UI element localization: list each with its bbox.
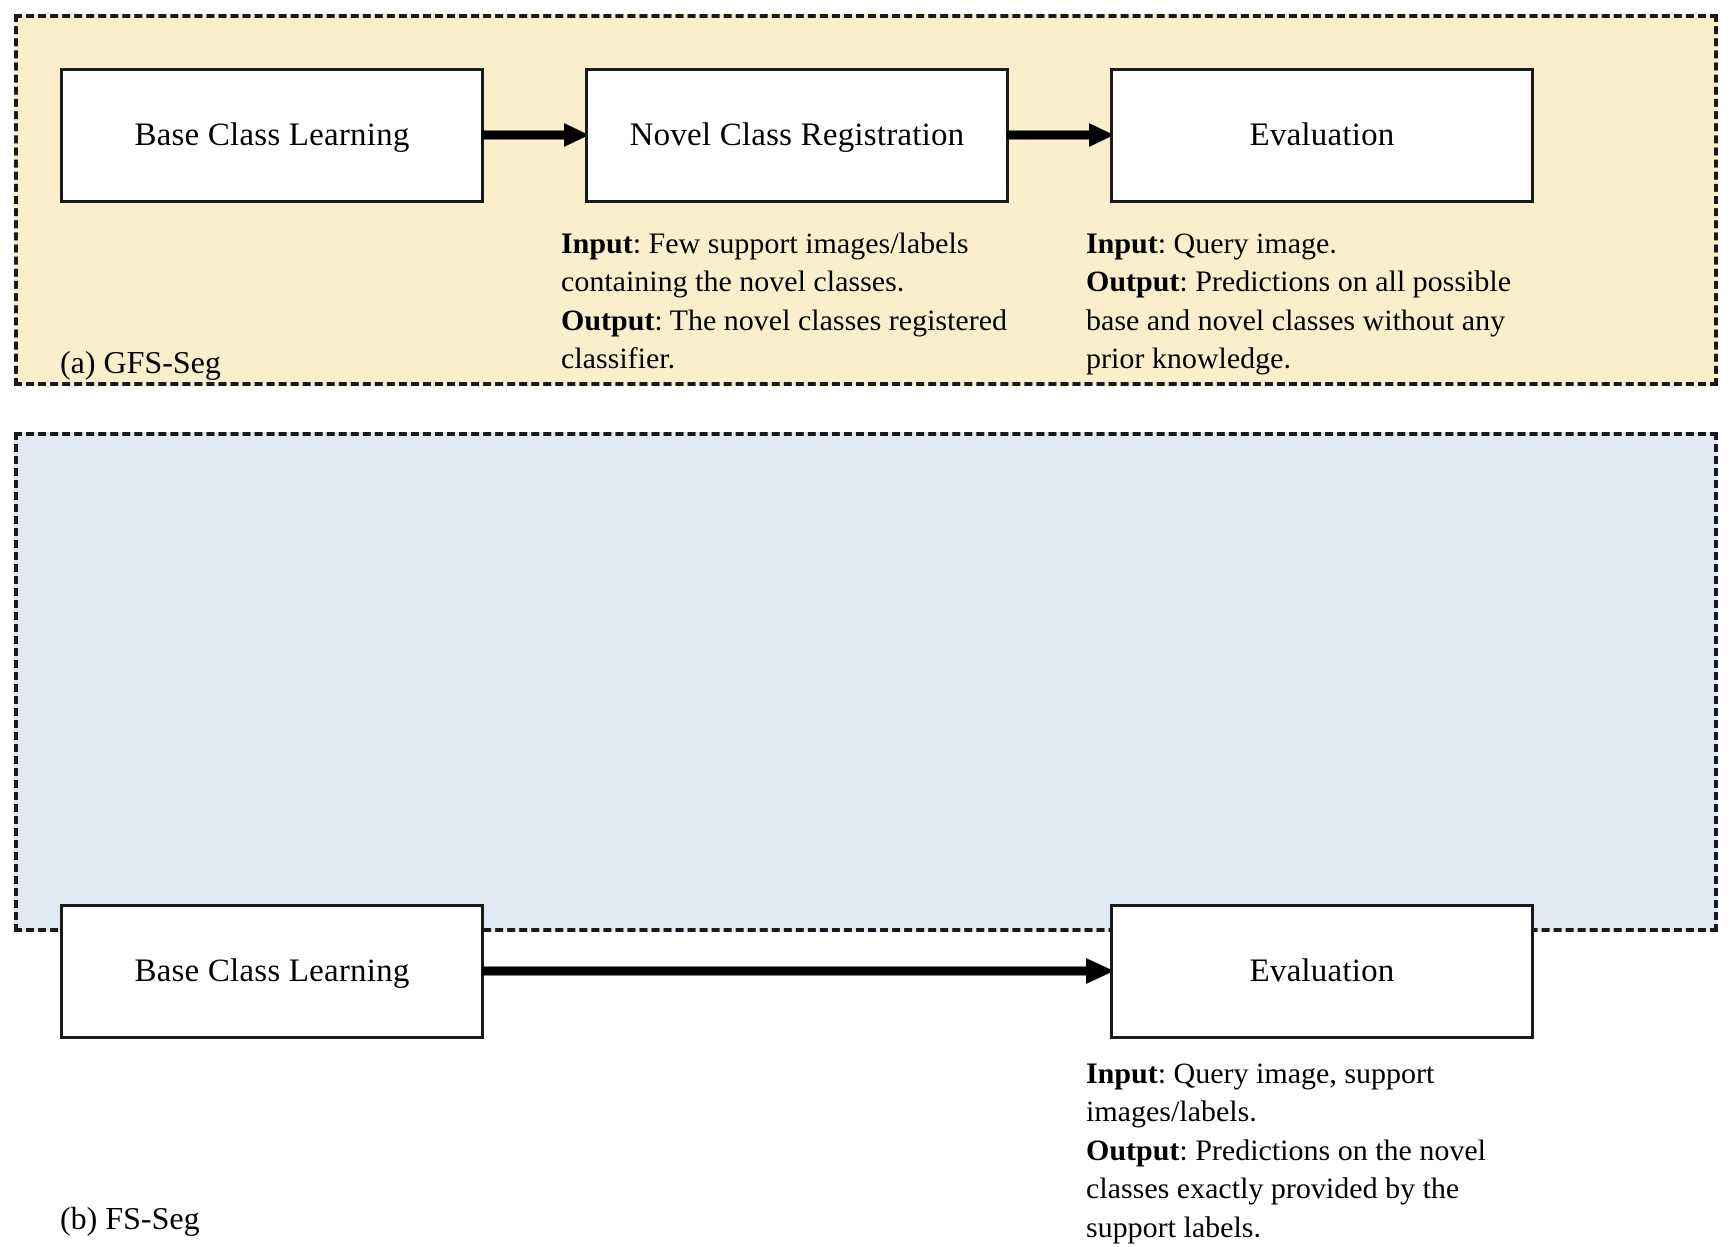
output-label: Output: [561, 303, 655, 337]
stage-label: Base Class Learning: [134, 116, 410, 153]
stage-box-base-class-learning-fs[interactable]: Base Class Learning: [60, 904, 484, 1039]
description-input-row: Input: Few support images/labels contain…: [561, 225, 1031, 302]
description-input-row: Input: Query image.: [1086, 225, 1556, 263]
output-text: : Predictions on all possible base and n…: [1086, 265, 1512, 376]
stage-label: Novel Class Registration: [629, 116, 965, 153]
panel-caption-fs-seg: (b) FS-Seg: [60, 1200, 200, 1236]
description-evaluation-gfs: Input: Query image. Output: Predictions …: [1086, 225, 1556, 379]
description-input-row: Input: Query image, support images/label…: [1086, 1055, 1516, 1132]
panel-gfs-seg: Base Class Learning Novel Class Registra…: [14, 14, 1718, 386]
input-label: Input: [1086, 1057, 1158, 1090]
arrow-novel-to-evaluation-icon: [1007, 123, 1114, 147]
panel-caption-gfs-seg: (a) GFS-Seg: [60, 344, 221, 380]
input-label: Input: [1086, 227, 1158, 260]
input-text: : Query image.: [1157, 227, 1337, 260]
stage-label: Evaluation: [1249, 952, 1395, 989]
output-label: Output: [1086, 1133, 1180, 1167]
description-output-row: Output: The novel classes registered cla…: [561, 302, 1031, 379]
figure-root: Base Class Learning Novel Class Registra…: [14, 14, 1718, 1244]
panel-fs-seg: Base Class Learning Evaluation Input: Qu…: [14, 432, 1718, 1244]
stage-box-base-class-learning-gfs[interactable]: Base Class Learning: [60, 68, 484, 203]
stage-label: Base Class Learning: [134, 952, 410, 989]
description-output-row: Output: Predictions on the novel classes…: [1086, 1132, 1516, 1247]
stage-label: Evaluation: [1249, 116, 1395, 153]
stage-box-novel-class-registration[interactable]: Novel Class Registration: [585, 68, 1009, 203]
stage-box-evaluation-gfs[interactable]: Evaluation: [1110, 68, 1534, 203]
input-label: Input: [561, 227, 633, 260]
input-text: : Few support images/labels containing t…: [561, 227, 969, 299]
stage-box-evaluation-fs[interactable]: Evaluation: [1110, 904, 1534, 1039]
description-novel-class-registration: Input: Few support images/labels contain…: [561, 225, 1031, 379]
arrow-base-to-novel-icon: [482, 123, 589, 147]
description-evaluation-fs: Input: Query image, support images/label…: [1086, 1055, 1516, 1247]
output-text: : The novel classes registered classifie…: [561, 303, 1008, 376]
output-label: Output: [1086, 265, 1180, 299]
description-output-row: Output: Predictions on all possible base…: [1086, 263, 1556, 378]
arrow-base-to-evaluation-icon: [482, 958, 1114, 984]
